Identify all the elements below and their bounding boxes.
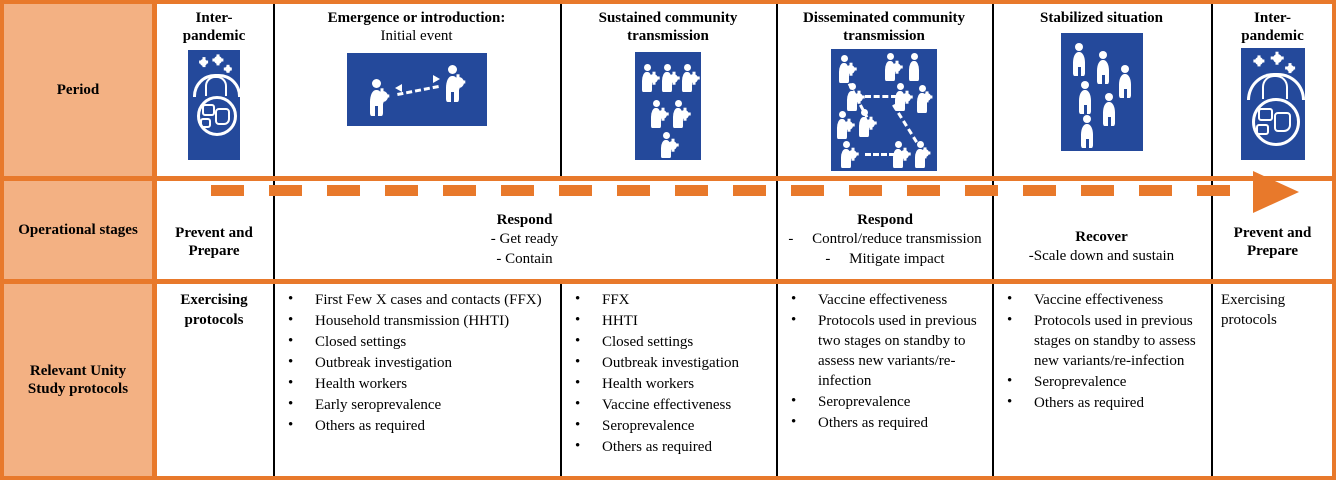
list-item: First Few X cases and contacts (FFX) <box>281 290 552 311</box>
period-title: Inter- pandemic <box>1241 10 1304 45</box>
protocols-list: FFX HHTI Closed settings Outbreak invest… <box>568 290 768 458</box>
ops-line: - Mitigate impact <box>825 250 945 267</box>
protocols-text: Exercising protocols <box>1221 292 1286 328</box>
ops-divider-1 <box>273 181 275 280</box>
protocols-list: First Few X cases and contacts (FFX) Hou… <box>281 290 552 437</box>
ops-cell-prevent-prepare-end: Prevent and Prepare <box>1213 205 1332 279</box>
list-item: Closed settings <box>281 332 552 353</box>
period-cell-disseminated: Disseminated community transmission <box>778 4 990 177</box>
period-cell-sustained: Sustained community transmission <box>562 4 774 177</box>
period-title: Emergence or introduction: <box>327 10 506 26</box>
row-label-operational-stages: Operational stages <box>4 181 152 280</box>
umbrella-globe-virus-icon <box>1240 47 1305 160</box>
protocols-cell-sustained: FFX HHTI Closed settings Outbreak invest… <box>562 284 774 476</box>
list-item: Vaccine effectiveness <box>568 395 768 416</box>
period-title: Sustained community transmission <box>598 10 738 45</box>
protocols-divider-1 <box>273 284 275 476</box>
protocols-divider-3 <box>776 284 778 476</box>
list-item: Others as required <box>568 437 768 458</box>
label-column-divider-bottom <box>152 284 157 476</box>
row-label-protocols: Relevant Unity Study protocols <box>4 284 152 476</box>
list-item: Protocols used in previous two stages on… <box>784 311 984 392</box>
row-label-period: Period <box>4 4 152 177</box>
protocols-divider-4 <box>992 284 994 476</box>
ops-cell-respond-community: Respond - Control/reduce transmission - … <box>560 201 1210 279</box>
list-item: Health workers <box>281 374 552 395</box>
ops-cell-recover: Recover -Scale down and sustain <box>994 215 1209 279</box>
protocols-list: Vaccine effectiveness Protocols used in … <box>784 290 984 434</box>
period-subtitle: Initial event <box>380 28 453 45</box>
timeline-arrow-head-icon <box>1253 171 1299 213</box>
row-separator-2 <box>4 279 1332 284</box>
list-item: Seroprevalence <box>784 392 984 413</box>
ops-line: - Control/reduce transmission <box>788 231 982 248</box>
timeline-dashed-arrow-track <box>211 185 1251 196</box>
list-item: Outbreak investigation <box>281 353 552 374</box>
period-cell-emergence: Emergence or introduction: Initial event <box>275 4 558 177</box>
list-item: Others as required <box>281 416 552 437</box>
list-item: Household transmission (HHTI) <box>281 311 552 332</box>
ops-title: Respond <box>857 212 913 229</box>
protocols-cell-end: Exercising protocols <box>1213 284 1332 476</box>
list-item: Others as required <box>1000 393 1203 414</box>
protocols-divider-2 <box>560 284 562 476</box>
list-item: FFX <box>568 290 768 311</box>
six-healthy-people-icon <box>1060 33 1143 152</box>
ops-title: Prevent and Prepare <box>1233 224 1312 259</box>
period-divider-4 <box>992 4 994 177</box>
ops-title: Prevent and Prepare <box>175 224 253 259</box>
list-item: HHTI <box>568 311 768 332</box>
ops-divider-4 <box>1211 181 1213 280</box>
list-item: Vaccine effectiveness <box>784 290 984 311</box>
period-cell-inter-pandemic-start: Inter- pandemic <box>157 4 271 177</box>
umbrella-globe-virus-icon <box>188 49 240 160</box>
period-title: Inter- pandemic <box>182 10 246 45</box>
label-column-divider-mid <box>152 181 157 279</box>
list-item: Early seroprevalence <box>281 395 552 416</box>
period-title: Disseminated community transmission <box>802 10 966 45</box>
period-divider-1 <box>273 4 275 177</box>
protocols-cell-stabilized: Vaccine effectiveness Protocols used in … <box>994 284 1209 476</box>
row-period: Period Inter- pandemic <box>4 4 1332 177</box>
ops-cell-respond-early: Respond - Get ready - Contain <box>275 201 774 279</box>
list-item: Health workers <box>568 374 768 395</box>
protocols-divider-5 <box>1211 284 1213 476</box>
row-protocols: Relevant Unity Study protocols Exercisin… <box>4 284 1332 476</box>
period-divider-3 <box>776 4 778 177</box>
protocols-text: Exercising protocols <box>180 292 248 328</box>
protocols-cell-start: Exercising protocols <box>157 284 271 476</box>
period-cell-stabilized: Stabilized situation <box>994 4 1209 177</box>
six-infected-people-icon <box>635 51 701 160</box>
ops-cell-prevent-prepare-start: Prevent and Prepare <box>157 205 271 279</box>
ops-line: -Scale down and sustain <box>1028 248 1175 264</box>
ops-title: Recover <box>1075 228 1128 245</box>
period-divider-5 <box>1211 4 1213 177</box>
protocols-list: Vaccine effectiveness Protocols used in … <box>1000 290 1203 414</box>
network-infected-people-icon <box>831 48 937 171</box>
list-item: Outbreak investigation <box>568 353 768 374</box>
list-item: Closed settings <box>568 332 768 353</box>
ops-divider-3 <box>992 181 994 280</box>
ops-line: - Contain <box>496 250 553 267</box>
list-item: Protocols used in previous stages on sta… <box>1000 311 1203 372</box>
label-column-divider-top <box>152 4 157 176</box>
row-operational-stages: Operational stages Prevent and Prepare R… <box>4 181 1332 280</box>
period-cell-inter-pandemic-end: Inter- pandemic <box>1213 4 1332 177</box>
list-item: Vaccine effectiveness <box>1000 290 1203 311</box>
row-separator-1 <box>4 176 1332 181</box>
protocols-cell-disseminated: Vaccine effectiveness Protocols used in … <box>778 284 990 476</box>
period-title: Stabilized situation <box>1040 10 1163 26</box>
list-item: Seroprevalence <box>568 416 768 437</box>
period-divider-2 <box>560 4 562 177</box>
two-people-transmission-arrow-icon <box>346 52 487 126</box>
list-item: Others as required <box>784 413 984 434</box>
ops-title: Respond <box>496 212 553 229</box>
ops-divider-2 <box>776 181 778 280</box>
protocols-cell-emergence: First Few X cases and contacts (FFX) Hou… <box>275 284 558 476</box>
ops-line: - Get ready <box>490 231 559 248</box>
list-item: Seroprevalence <box>1000 372 1203 393</box>
